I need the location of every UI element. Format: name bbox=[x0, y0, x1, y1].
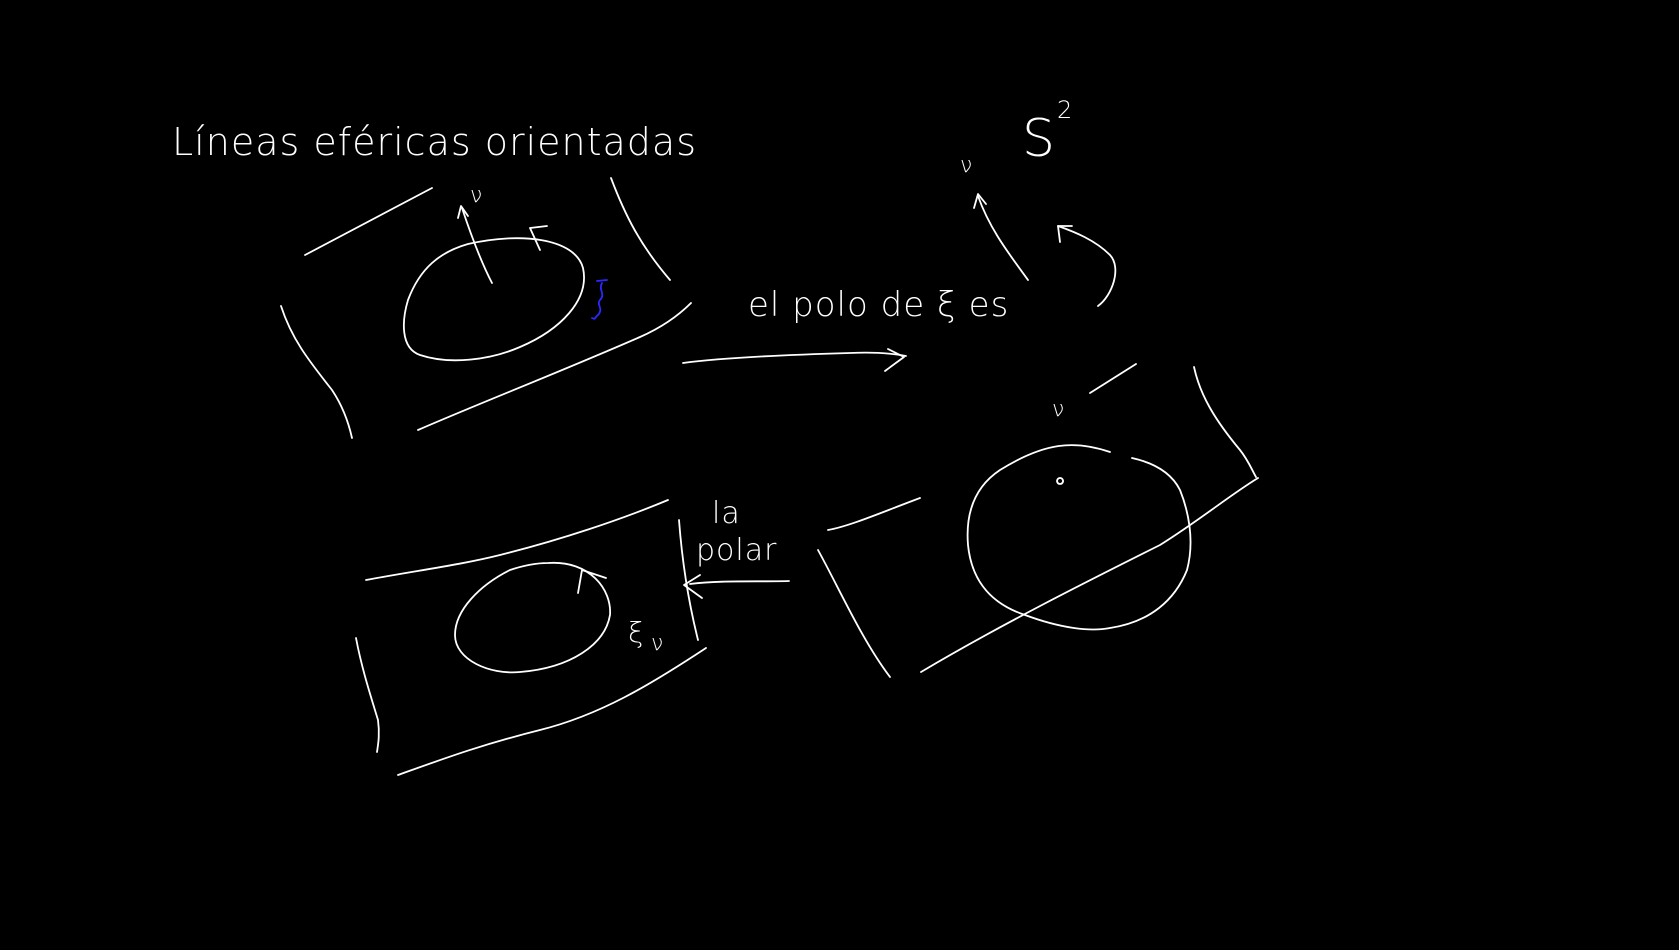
sphere-right bbox=[817, 363, 1259, 678]
xi-nu-xi: ξ bbox=[628, 616, 645, 649]
polar-arrow-stem bbox=[678, 519, 699, 641]
xi-nu-nu: ν bbox=[651, 631, 664, 656]
sphere-exponent: 2 bbox=[1057, 96, 1073, 124]
plane-edge-bottom bbox=[417, 302, 692, 431]
plane-edge-right-rightside bbox=[1193, 366, 1257, 478]
xi-blue-mark bbox=[591, 279, 608, 320]
plane-edge-right-diagonal bbox=[920, 477, 1259, 673]
nu-upper-left: ν bbox=[470, 183, 483, 208]
plane-edge-left bbox=[280, 305, 353, 439]
polar-label-polar: polar bbox=[696, 533, 777, 568]
plane-lower-left bbox=[355, 499, 707, 776]
plane-edge-right bbox=[610, 177, 671, 281]
circle-orientation-arrow bbox=[529, 225, 548, 251]
nu-sphere: ν bbox=[1052, 397, 1065, 422]
arrows-to-sphere bbox=[973, 193, 1117, 307]
normal-vector-upper-left bbox=[457, 205, 493, 284]
plane-edge-top bbox=[304, 187, 433, 256]
plane-edge-right-upper-left bbox=[827, 497, 921, 531]
plane-edge-bottom-lower bbox=[397, 647, 707, 776]
plane-edge-right-left bbox=[817, 549, 891, 678]
arrow-curve-to-s2 bbox=[1057, 225, 1117, 307]
polar-label-la: la bbox=[712, 496, 741, 531]
nu-top: ν bbox=[960, 153, 973, 178]
circle-upper-left bbox=[403, 225, 585, 362]
sphere-pole-dot bbox=[1056, 477, 1064, 485]
arrow-nu-up bbox=[977, 195, 1029, 281]
plane-edge-top-lower bbox=[365, 499, 669, 581]
title-text: Líneas eféricas orientadas bbox=[172, 120, 697, 164]
arrow-right-main bbox=[682, 348, 907, 372]
circle-lower-left bbox=[454, 562, 611, 674]
pole-statement-text: el polo de ξ es bbox=[748, 285, 1009, 325]
sphere-label: S bbox=[1022, 109, 1056, 169]
arrow-left-polar bbox=[678, 519, 790, 641]
plane-upper-left bbox=[280, 177, 692, 439]
plane-edge-right-top bbox=[1089, 363, 1137, 394]
sphere-outline bbox=[966, 444, 1192, 631]
plane-edge-left-lower bbox=[355, 637, 380, 753]
lower-circle-orientation bbox=[577, 569, 607, 594]
